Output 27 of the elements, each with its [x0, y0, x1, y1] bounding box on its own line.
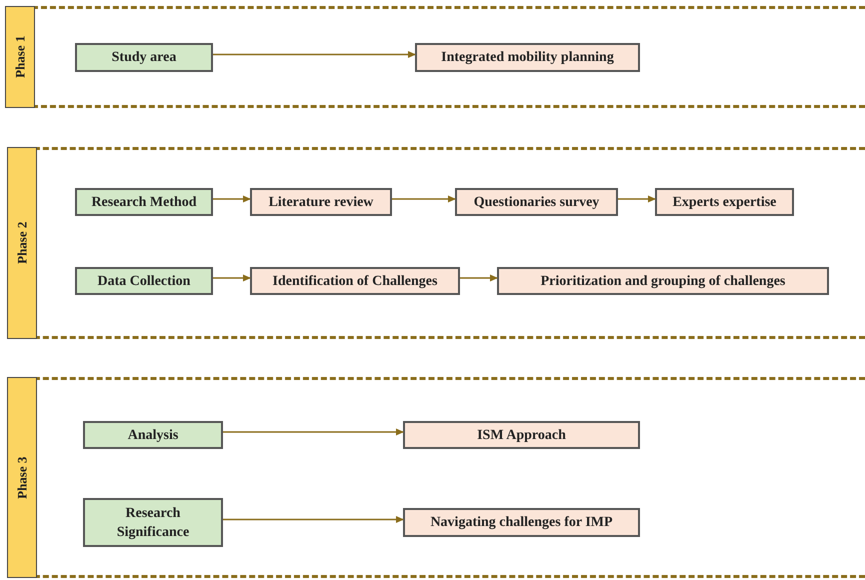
process-box: Literature review	[250, 188, 392, 216]
process-box: Analysis	[83, 421, 223, 449]
arrow	[213, 51, 416, 58]
phase-band	[5, 6, 865, 108]
arrow	[213, 274, 251, 282]
process-box: Prioritization and grouping of challenges	[497, 267, 829, 295]
process-box: Identification of Challenges	[250, 267, 460, 295]
process-box: Integrated mobility planning	[415, 43, 640, 72]
process-box: Data Collection	[75, 267, 213, 295]
process-box: Research Significance	[83, 498, 223, 547]
phase-label: Phase 3	[13, 456, 30, 499]
arrow	[223, 516, 404, 523]
process-box: Questionaries survey	[455, 188, 618, 216]
arrow	[223, 428, 404, 436]
phase-label: Phase 2	[13, 222, 30, 264]
process-box: Research Method	[75, 188, 213, 216]
process-box: Experts expertise	[655, 188, 794, 216]
process-box: Study area	[75, 43, 213, 72]
process-box: Navigating challenges for IMP	[403, 508, 640, 537]
phase-band	[7, 377, 865, 578]
phase-label: Phase 1	[11, 36, 28, 78]
process-box: ISM Approach	[403, 421, 640, 449]
arrow	[618, 196, 656, 202]
arrow	[213, 196, 251, 202]
phase-band	[7, 147, 865, 339]
arrow	[460, 274, 498, 282]
arrow	[392, 196, 456, 202]
